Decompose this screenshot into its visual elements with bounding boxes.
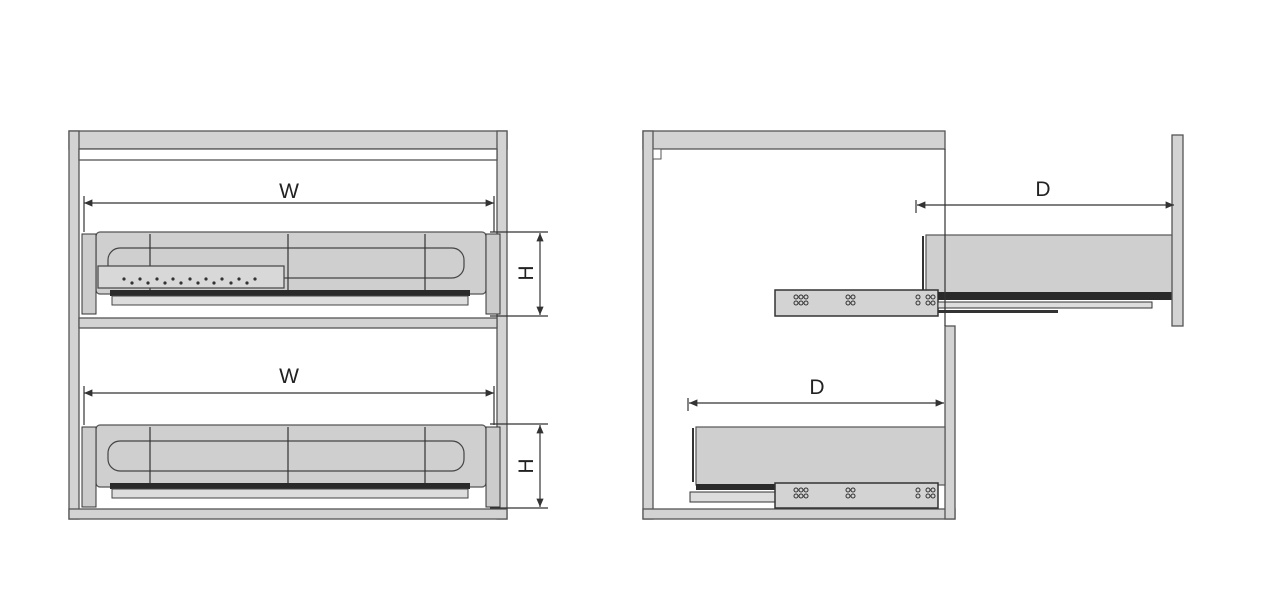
cabinet-top-panel <box>68 130 508 150</box>
lower-depth-label: D <box>809 376 824 399</box>
side-top-panel <box>642 130 946 150</box>
upper-basket <box>81 231 501 315</box>
lower-basket <box>81 424 501 508</box>
upper-drawer-open <box>774 134 1184 327</box>
cabinet-bottom-panel <box>68 508 508 520</box>
perforated-tray <box>97 265 285 289</box>
right-runner <box>485 233 501 315</box>
side-front-edge <box>944 325 956 520</box>
upper-depth-label: D <box>1035 178 1050 201</box>
lower-width-label: W <box>279 365 299 388</box>
cabinet-shelf <box>78 317 498 329</box>
tray-holes <box>122 277 257 285</box>
upper-height-dimension <box>490 231 548 317</box>
lower-width-dimension <box>83 386 495 425</box>
cabinet-left-wall <box>68 130 80 520</box>
lower-drawer-closed <box>689 426 946 509</box>
upper-height-label: H <box>515 265 538 280</box>
lower-height-label: H <box>515 458 538 473</box>
side-back-wall <box>642 130 654 520</box>
side-bottom-panel <box>642 508 956 520</box>
drawer-front-panel <box>1171 134 1184 327</box>
slide-holes <box>793 294 936 306</box>
drawer-slide <box>774 289 939 317</box>
upper-depth-dimension <box>915 149 1174 326</box>
lower-height-dimension <box>490 423 548 509</box>
upper-width-label: W <box>279 180 299 203</box>
side-view-cabinet <box>642 130 956 520</box>
drawer-slide <box>774 482 939 509</box>
front-view-cabinet <box>68 130 508 520</box>
left-runner <box>81 233 97 315</box>
upper-width-dimension <box>83 196 495 232</box>
lower-depth-dimension <box>687 398 944 411</box>
cabinet-top-rail <box>78 148 498 161</box>
drawer-box <box>925 234 1174 294</box>
